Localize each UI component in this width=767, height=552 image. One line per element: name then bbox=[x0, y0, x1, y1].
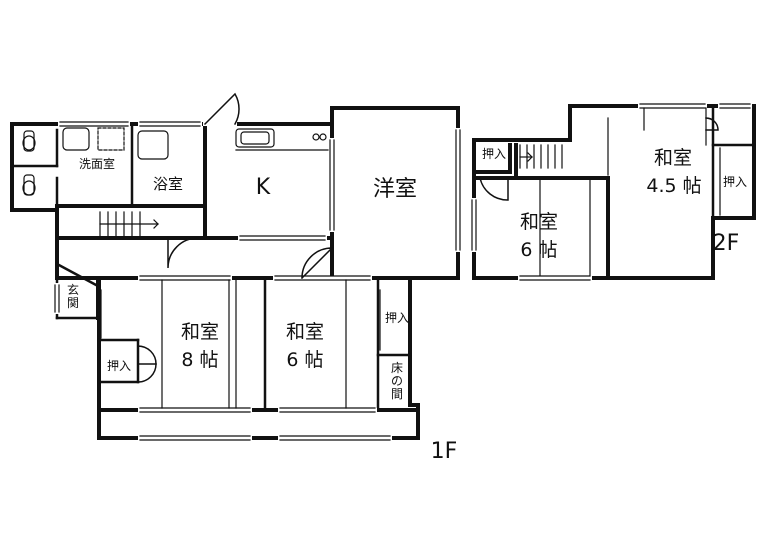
bath-label: 浴室 bbox=[152, 175, 183, 193]
second-floor-inner-walls bbox=[514, 104, 756, 220]
first-floor-inner-walls bbox=[10, 122, 412, 412]
closet-a-label: 押入 bbox=[481, 147, 506, 161]
first-floor-doors bbox=[137, 92, 334, 383]
tokonoma-label: 床の間 bbox=[390, 361, 403, 402]
closet-right-label: 押入 bbox=[384, 311, 409, 325]
washitsu-45-name: 和室 bbox=[653, 147, 692, 169]
first-floor-fixtures bbox=[22, 127, 329, 237]
washitsu-6-size: 6 帖 bbox=[286, 349, 324, 371]
second-floor-openings bbox=[471, 103, 752, 281]
washitsu-8-size: 8 帖 bbox=[181, 349, 219, 371]
second-floor-stairs bbox=[519, 144, 563, 169]
entrance-label: 玄関 bbox=[66, 283, 79, 311]
washitsu-8-name: 和室 bbox=[180, 321, 219, 343]
closet-left-label: 押入 bbox=[106, 359, 131, 373]
first-floor-label: 1F bbox=[430, 439, 458, 464]
washitsu-6-name: 和室 bbox=[285, 321, 324, 343]
first-floor-openings bbox=[54, 121, 461, 441]
washroom-label: 洗面室 bbox=[78, 157, 115, 171]
washitsu-2f-6-name: 和室 bbox=[519, 211, 558, 233]
second-floor-doors bbox=[479, 117, 719, 201]
western-room-label: 洋室 bbox=[372, 177, 417, 202]
closet-b-label: 押入 bbox=[722, 175, 747, 189]
kitchen-label: K bbox=[255, 175, 271, 200]
washitsu-2f-6-size: 6 帖 bbox=[520, 239, 558, 261]
second-floor-label: 2F bbox=[712, 231, 740, 256]
washitsu-45-size: 4.5 帖 bbox=[646, 175, 702, 197]
